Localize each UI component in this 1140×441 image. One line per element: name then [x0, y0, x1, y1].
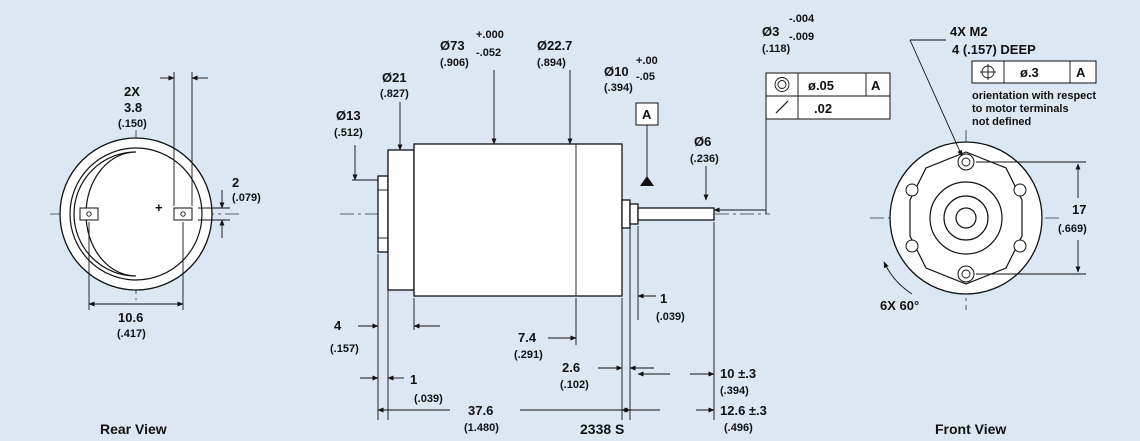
concentricity-inner-ring	[777, 80, 787, 89]
side-dim-d3-in: (.118)	[762, 43, 790, 55]
side-dim-7-4-in: (.291)	[514, 349, 543, 361]
side-dim-d73-in: (.906)	[440, 57, 469, 69]
plus-mark: +	[155, 200, 163, 215]
rear-dim-3-8: 3.8	[124, 100, 142, 115]
side-dim-d10-in: (.394)	[604, 82, 633, 94]
side-dim-d3: Ø3	[762, 24, 779, 39]
side-dim-d21: Ø21	[382, 70, 407, 85]
side-dim-d73-tol-up: +.000	[476, 29, 504, 41]
side-dim-4-in: (.157)	[330, 343, 359, 355]
side-dim-d21-in: (.827)	[380, 88, 409, 100]
side-dim-d22-7-in: (.894)	[537, 57, 566, 69]
side-dim-1-shaft-in: (.039)	[656, 311, 685, 323]
side-dim-d3-tol-up: -.004	[789, 13, 815, 25]
side-dim-12-6: 12.6 ±.3	[720, 403, 767, 418]
front-shaft	[955, 207, 977, 229]
side-dim-1-in: (.039)	[414, 393, 443, 405]
side-dim-d13: Ø13	[336, 108, 361, 123]
datum-a-label: A	[642, 107, 652, 122]
front-note-3: not defined	[972, 116, 1031, 128]
bearing-boss	[621, 199, 631, 229]
side-view-title: 2338 S	[580, 421, 624, 437]
front-fcf-value: ø.3	[1020, 65, 1039, 80]
rear-dim-10-6: 10.6	[118, 310, 143, 325]
fcf-circ-datum: A	[871, 78, 881, 93]
front-note-1: orientation with respect	[972, 90, 1096, 102]
end-cap	[377, 175, 389, 253]
rear-dim-2-in: (.079)	[232, 192, 261, 204]
side-dim-d3-tol-dn: -.009	[789, 31, 814, 43]
side-dim-37-6-in: (1.480)	[464, 422, 499, 434]
side-dim-10-3-in: (.394)	[720, 385, 749, 397]
front-dim-17: 17	[1072, 202, 1086, 217]
rear-dim-2: 2	[232, 175, 239, 190]
side-dim-d13-in: (.512)	[334, 127, 363, 139]
side-dim-7-4: 7.4	[518, 330, 537, 345]
side-dim-4: 4	[334, 318, 342, 333]
rear-view-title: Rear View	[100, 421, 167, 437]
fcf-circ-value: ø.05	[808, 78, 834, 93]
runout-icon	[775, 100, 789, 114]
side-dim-d73: Ø73	[440, 38, 465, 53]
front-fcf-datum: A	[1076, 65, 1086, 80]
side-view: Ø13 (.512) Ø21 (.827) Ø73 +.000 -.052 (.…	[330, 13, 891, 437]
fcf-runout-value: .02	[814, 101, 832, 116]
side-dim-1: 1	[410, 372, 417, 387]
rear-dim-3-8-in: (.150)	[118, 118, 147, 130]
side-dim-d73-tol-dn: -.052	[476, 47, 501, 59]
side-dim-2-6-in: (.102)	[560, 379, 589, 391]
rear-terminal-right	[173, 207, 193, 221]
front-note-2: to motor terminals	[972, 103, 1069, 115]
side-dim-d10: Ø10	[604, 64, 629, 79]
side-dim-12-6-in: (.496)	[724, 422, 753, 434]
rear-dim-2x: 2X	[124, 84, 140, 99]
side-dim-d22-7: Ø22.7	[537, 38, 572, 53]
mounting-holes	[905, 153, 1027, 283]
side-dim-d6: Ø6	[694, 134, 711, 149]
rear-flange	[387, 149, 415, 291]
rear-terminal-left	[79, 207, 99, 221]
side-dim-d10-tol-dn: -.05	[636, 71, 655, 83]
front-view-title: Front View	[935, 421, 1006, 437]
front-depth: 4 (.157) DEEP	[952, 42, 1036, 57]
front-holes: 4X M2	[950, 24, 988, 39]
front-outer-circle	[889, 141, 1043, 295]
motor-body	[413, 143, 623, 297]
front-dim-17-in: (.669)	[1058, 223, 1087, 235]
side-dim-37-6: 37.6	[468, 403, 493, 418]
side-dim-10-3: 10 ±.3	[720, 366, 756, 381]
motor-shaft	[637, 207, 715, 221]
side-dim-d10-tol-up: +.00	[636, 55, 658, 67]
shaft-collar	[629, 203, 639, 225]
side-dim-2-6: 2.6	[562, 360, 580, 375]
front-view: 4X M2 4 (.157) DEEP ø.3 A orientation wi…	[870, 24, 1097, 437]
datum-triangle	[640, 176, 654, 186]
feature-control-frame-front: ø.3 A	[971, 60, 1097, 84]
circularity-icon	[774, 77, 790, 92]
rear-dim-10-6-in: (.417)	[117, 328, 146, 340]
side-dim-d6-in: (.236)	[690, 153, 719, 165]
feature-control-frame-side: ø.05 A .02	[765, 72, 891, 120]
front-angle: 6X 60°	[880, 298, 919, 313]
side-dim-1-shaft: 1	[660, 291, 667, 306]
rear-view: + 2X 3.8 (.150) 2 (.079) 10.6 (.417) Rea…	[50, 72, 261, 437]
